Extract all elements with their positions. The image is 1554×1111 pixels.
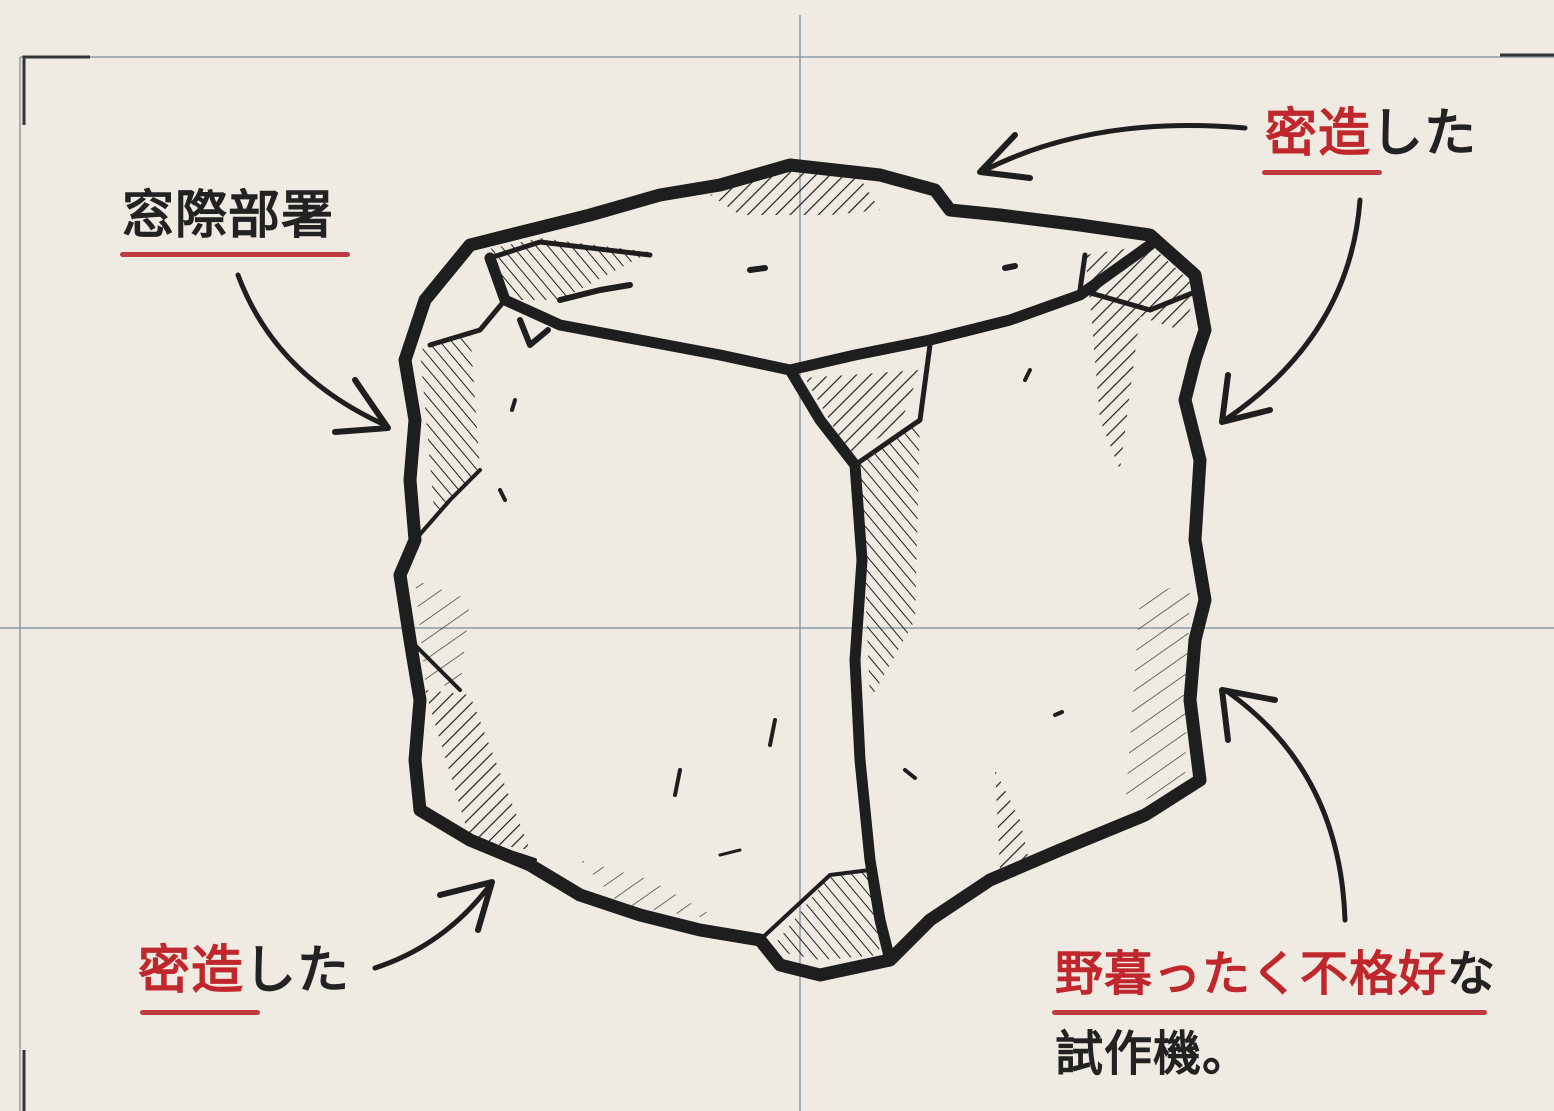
arrow-bottom-left	[372, 879, 495, 971]
frame-corners	[22, 53, 1554, 1111]
label-bottom-left: 密造した	[138, 945, 350, 997]
arrow-top-left	[235, 272, 391, 435]
label-top-right-red: 密造	[1265, 104, 1372, 164]
label-top-right-black: した	[1371, 104, 1478, 164]
label-top-right: 密造した	[1265, 108, 1477, 160]
label-bottom-right: 野暮ったく不格好な	[1055, 950, 1496, 998]
label-bottom-right-line2: 試作機。	[1055, 1030, 1251, 1078]
label-bottom-left-red: 密造	[138, 941, 245, 1001]
arrow-top-right	[977, 123, 1248, 181]
label-bottom-right-red: 野暮ったく不格好	[1055, 946, 1448, 1002]
arrow-bottom-right	[1219, 687, 1348, 923]
label-bottom-right-line2-text: 試作機。	[1055, 1026, 1252, 1082]
cube-outline	[393, 158, 1212, 982]
underline-top-left	[120, 252, 350, 257]
label-top-left-text: 窓際部署	[122, 186, 335, 246]
underline-bottom-left	[140, 1010, 260, 1015]
label-top-left: 窓際部署	[122, 190, 334, 242]
label-bottom-right-black: な	[1447, 946, 1497, 1002]
annotation-arrows	[235, 123, 1363, 971]
underline-top-right	[1262, 170, 1382, 175]
underline-bottom-right	[1052, 1010, 1487, 1015]
arrow-right-middle	[1219, 197, 1363, 425]
label-bottom-left-black: した	[244, 941, 351, 1001]
